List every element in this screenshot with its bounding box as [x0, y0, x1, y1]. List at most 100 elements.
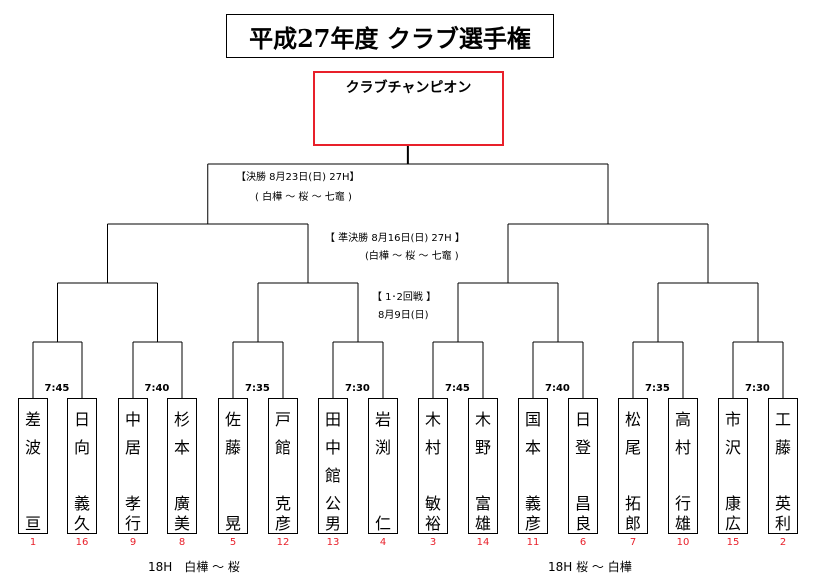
player-name-char: 向 — [73, 438, 90, 457]
final-round-label: 【決勝 8月23日(日) 27H】 — [236, 172, 360, 183]
semifinal-round-courses: (白樺 ～ 桜 ～ 七竈 ) — [365, 251, 459, 262]
player-name-char: 行 — [124, 514, 141, 533]
player-name-char: 本 — [173, 438, 190, 457]
player-name-char: 日 — [73, 410, 90, 429]
player-name-char: 沢 — [724, 438, 741, 457]
early-round-label: 【 1･2回戦 】 — [372, 292, 437, 303]
player-box: 中居孝行 — [118, 398, 148, 534]
player-box: 高村行雄 — [668, 398, 698, 534]
player-box: 差波亘 — [18, 398, 48, 534]
seed-number: 14 — [476, 537, 490, 548]
match-time: 7:45 — [44, 383, 70, 394]
player-name-char: 雄 — [474, 514, 491, 533]
player-name-char: 野 — [474, 438, 491, 457]
player-name-char: 裕 — [424, 514, 441, 533]
match-time: 7:45 — [445, 383, 470, 394]
player-name-char: 波 — [24, 438, 41, 457]
player-name-char: 木 — [474, 410, 491, 429]
player-box: 岩渕仁 — [368, 398, 398, 534]
seed-number: 16 — [75, 537, 89, 548]
player-name-char: 久 — [73, 514, 90, 533]
champion-box: クラブチャンピオン — [313, 71, 504, 146]
player-name-char: 康 — [724, 494, 741, 513]
court-left: 18H 白樺 ～ 桜 — [148, 560, 240, 574]
match-time: 7:40 — [144, 383, 170, 394]
court-right: 18H 桜 ～ 白樺 — [548, 560, 632, 574]
player-name-char: 仁 — [374, 514, 391, 533]
tournament-title: 平成27年度 クラブ選手権 — [226, 14, 554, 58]
final-round-courses: ( 白樺 ～ 桜 ～ 七竈 ) — [255, 192, 352, 203]
player-name-char: 高 — [674, 410, 691, 429]
player-box: 日向義久 — [67, 398, 97, 534]
champion-label: クラブチャンピオン — [345, 80, 472, 96]
player-name-char: 渕 — [374, 438, 391, 457]
seed-number: 15 — [726, 537, 740, 548]
player-name-char: 敏 — [424, 494, 441, 513]
player-box: 佐藤晃 — [218, 398, 248, 534]
player-name-char: 亘 — [24, 514, 41, 533]
player-box: 戸館克彦 — [268, 398, 298, 534]
player-name-char: 行 — [674, 494, 691, 513]
player-name-char: 晃 — [224, 514, 241, 533]
seed-number: 11 — [526, 537, 540, 548]
player-name-char: 彦 — [274, 514, 291, 533]
player-name-char: 戸 — [274, 410, 291, 429]
match-time: 7:35 — [645, 383, 670, 394]
player-name-char: 国 — [524, 410, 541, 429]
match-time: 7:30 — [745, 383, 770, 394]
player-name-char: 差 — [24, 410, 41, 429]
player-name-char: 藤 — [224, 438, 241, 457]
player-name-char: 彦 — [524, 514, 541, 533]
player-name-char: 孝 — [124, 494, 141, 513]
player-box: 田中館公男 — [318, 398, 348, 534]
player-name-char: 市 — [724, 410, 741, 429]
player-box: 国本義彦 — [518, 398, 548, 534]
player-name-char: 広 — [724, 514, 741, 533]
player-name-char: 木 — [424, 410, 441, 429]
seed-number: 1 — [29, 537, 37, 548]
player-name-char: 中 — [324, 438, 341, 457]
player-name-char: 拓 — [624, 494, 641, 513]
player-name-char: 雄 — [674, 514, 691, 533]
player-name-char: 廣 — [173, 494, 190, 513]
player-name-char: 富 — [474, 494, 491, 513]
player-name-char: 居 — [124, 438, 141, 457]
seed-number: 7 — [629, 537, 637, 548]
player-name-char: 館 — [274, 438, 291, 457]
player-box: 木野富雄 — [468, 398, 498, 534]
semifinal-round-label: 【 準決勝 8月16日(日) 27H 】 — [325, 233, 465, 244]
seed-number: 12 — [276, 537, 290, 548]
player-name-char: 松 — [624, 410, 641, 429]
seed-number: 2 — [779, 537, 787, 548]
seed-number: 5 — [229, 537, 237, 548]
player-name-char: 尾 — [624, 438, 641, 457]
player-name-char: 義 — [524, 494, 541, 513]
seed-number: 9 — [129, 537, 137, 548]
player-name-char: 佐 — [224, 410, 241, 429]
player-name-char: 公 — [324, 494, 341, 513]
player-name-char: 岩 — [374, 410, 391, 429]
player-name-char: 利 — [774, 514, 791, 533]
player-name-char: 館 — [324, 466, 341, 485]
seed-number: 13 — [326, 537, 340, 548]
player-name-char: 本 — [524, 438, 541, 457]
player-name-char: 田 — [324, 410, 341, 429]
player-box: 工藤英利 — [768, 398, 798, 534]
player-name-char: 英 — [774, 494, 791, 513]
seed-number: 4 — [379, 537, 387, 548]
player-name-char: 郎 — [624, 514, 641, 533]
player-name-char: 昌 — [574, 494, 591, 513]
player-name-char: 良 — [574, 514, 591, 533]
player-box: 松尾拓郎 — [618, 398, 648, 534]
player-name-char: 村 — [674, 438, 691, 457]
player-name-char: 男 — [324, 514, 341, 533]
seed-number: 8 — [178, 537, 186, 548]
player-name-char: 登 — [574, 438, 591, 457]
player-name-char: 義 — [73, 494, 90, 513]
player-box: 市沢康広 — [718, 398, 748, 534]
match-time: 7:35 — [245, 383, 270, 394]
player-name-char: 工 — [774, 410, 791, 429]
early-round-date: 8月9日(日) — [378, 310, 429, 321]
player-name-char: 克 — [274, 494, 291, 513]
